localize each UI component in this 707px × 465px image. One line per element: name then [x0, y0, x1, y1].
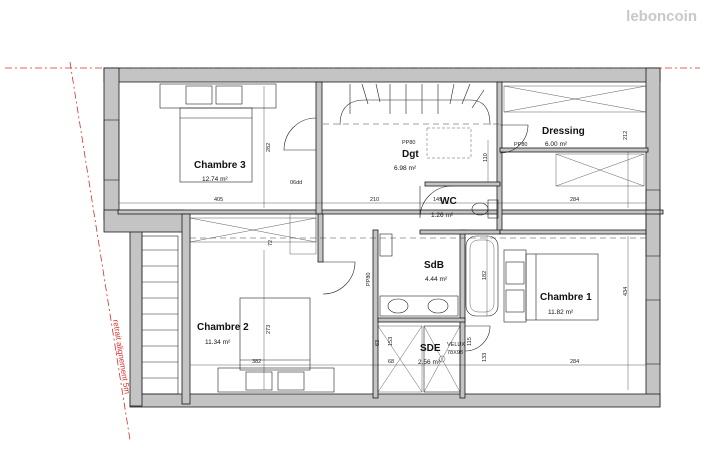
room-area-chambre1: 11.82 m² [548, 309, 574, 316]
room-area-chambre2: 11.34 m² [205, 339, 231, 346]
room-name-wc: WC [440, 196, 457, 207]
dim-212: 212 [623, 131, 629, 140]
room-name-dressing: Dressing [542, 126, 585, 137]
axis-lines [190, 123, 650, 239]
door-label-pp80-dgt: PP80 [402, 140, 415, 146]
dim-273: 273 [266, 325, 272, 334]
sinks [379, 233, 459, 317]
dim-405: 405 [214, 197, 223, 203]
wc-toilet [471, 199, 499, 219]
room-area-sde: 2.56 m² [418, 359, 441, 366]
dim-284-bottom: 284 [570, 359, 579, 365]
door-label-06dd: 06dd [290, 180, 302, 186]
bed-chambre3 [159, 83, 277, 183]
dim-133: 133 [482, 353, 488, 362]
dim-282: 282 [266, 143, 272, 152]
room-area-dressing: 6.00 m² [545, 141, 568, 148]
dim-153: 153 [388, 337, 394, 346]
door-label-pp80-dressing: PP80 [514, 142, 527, 148]
room-name-chambre1: Chambre 1 [540, 292, 592, 303]
dim-68: 68 [388, 359, 394, 365]
velux-line2: 78X98 [447, 350, 463, 356]
room-name-chambre3: Chambre 3 [194, 160, 246, 171]
dim-110: 110 [483, 153, 489, 162]
room-area-wc: 1.26 m² [431, 212, 454, 219]
shower [423, 325, 461, 393]
room-area-chambre3: 12.74 m² [202, 176, 228, 183]
dim-72: 72 [268, 240, 274, 246]
dim-182: 182 [482, 271, 488, 280]
bed-chambre2 [217, 297, 335, 393]
room-area-dgt: 6.98 m² [394, 165, 417, 172]
staircase [339, 83, 491, 159]
room-area-sdb: 4.44 m² [425, 276, 448, 283]
dim-149: 149 [433, 197, 442, 203]
room-name-dgt: Dgt [402, 149, 419, 160]
setback-label: retrait alignement 5m [111, 319, 132, 395]
closets [189, 85, 647, 393]
bathtub [465, 235, 499, 317]
dim-382: 382 [252, 359, 261, 365]
dim-434: 434 [623, 287, 629, 296]
windows [103, 119, 661, 365]
doors [283, 117, 529, 352]
room-name-sde: SDE [420, 343, 441, 354]
room-name-chambre2: Chambre 2 [197, 322, 249, 333]
bed-chambre1 [503, 249, 599, 323]
dim-63: 63 [375, 340, 381, 346]
side-stairs [141, 235, 179, 395]
velux-line1: VELUX [447, 342, 465, 348]
room-name-sdb: SdB [424, 260, 444, 271]
door-label-pp80-sdb: PP80 [366, 273, 372, 286]
dim-210: 210 [370, 197, 379, 203]
dim-115: 115 [467, 337, 473, 346]
watermark: leboncoin [626, 8, 697, 25]
dim-284-top: 284 [570, 197, 579, 203]
outer-walls [103, 67, 661, 408]
